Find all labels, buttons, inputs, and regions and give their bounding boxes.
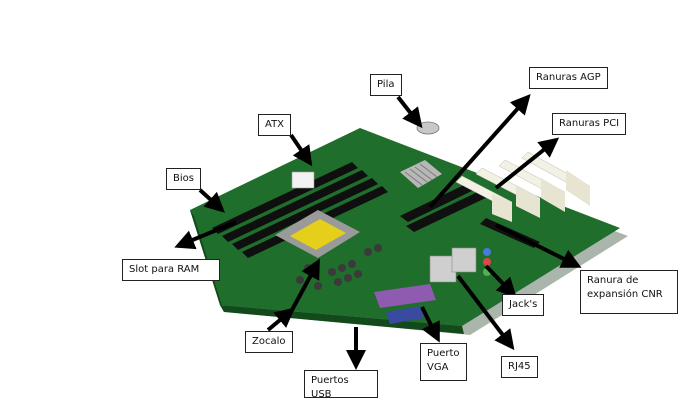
arrow-bios [198, 188, 225, 213]
chipset-heatsink [400, 160, 442, 188]
rj45-usb-stack-2 [451, 247, 477, 273]
label-rj45: RJ45 [501, 356, 538, 378]
label-ranuras-pci: Ranuras PCI [552, 113, 627, 135]
pci-slot-walls [492, 170, 590, 222]
expansion-slot-long [406, 188, 494, 232]
label-ranuras-agp: Ranuras AGP [529, 67, 608, 89]
label-zocalo: Zocalo [245, 331, 293, 353]
label-puertos-usb: Puertos USB [304, 370, 378, 400]
label-slot-ram: Slot para RAM [122, 259, 220, 281]
arrow-pci [494, 137, 560, 190]
arrow-zocalo [266, 307, 296, 332]
atx-connector [291, 171, 315, 189]
arrow-agp [428, 94, 531, 209]
label-pila: Pila [370, 74, 402, 96]
heatsink-fins [404, 163, 438, 186]
label-puerto-vga: Puerto VGA [420, 343, 467, 381]
arrow-zocalo-up [290, 258, 320, 311]
label-ranura-cnr: Ranura de expansión CNR [580, 270, 678, 314]
arrow-cnr [495, 223, 582, 268]
arrow-atx [289, 133, 313, 167]
agp-slot [400, 182, 478, 222]
arrow-ram [174, 220, 237, 250]
label-jacks: Jack's [502, 294, 545, 316]
vga-port [386, 306, 424, 324]
cpu-socket [290, 219, 346, 250]
arrow-rj45 [456, 274, 515, 351]
annotation-arrows [174, 94, 582, 370]
parallel-port [374, 284, 436, 308]
arrow-jacks [484, 264, 517, 298]
arrow-pila [396, 95, 423, 129]
label-bios: Bios [166, 168, 201, 190]
arrow-vga [420, 306, 440, 343]
label-atx: ATX [258, 114, 292, 136]
rj45-usb-stack [429, 255, 457, 283]
